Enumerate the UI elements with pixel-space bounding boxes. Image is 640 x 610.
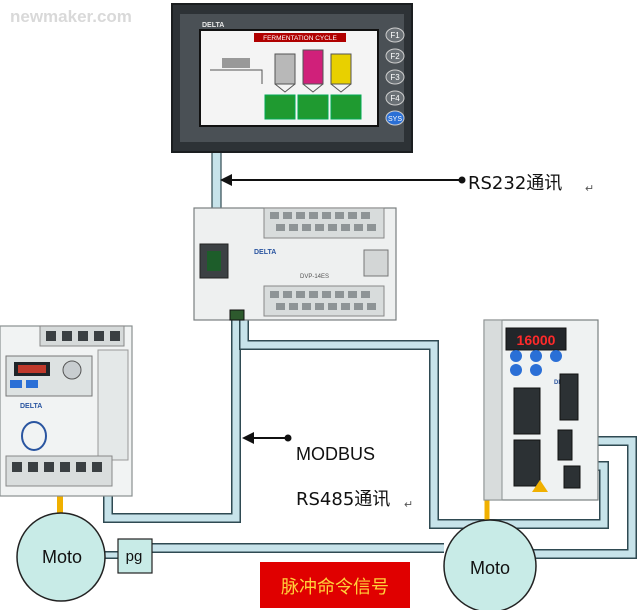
key-f3: F3 [390, 73, 400, 82]
return-mark-icon: ↵ [585, 183, 594, 195]
tank-yellow [330, 53, 352, 85]
servo-terminal-top [513, 387, 541, 435]
tank-gray [274, 53, 296, 85]
pg-label: pg [126, 548, 143, 565]
motor-right-label: Moto [470, 558, 510, 578]
tank-magenta [302, 49, 324, 85]
servo-drive: 16000 DELTA [483, 319, 599, 501]
plc-brand: DELTA [254, 249, 276, 256]
cables [103, 149, 637, 559]
servo-cn3 [563, 465, 581, 489]
servo-display-value: 16000 [517, 332, 556, 348]
watermark: newmaker.com [10, 7, 132, 26]
hmi-screen-title: FERMENTATION CYCLE [263, 35, 337, 42]
hmi-function-keys: F1 F2 F3 F4 SYS [385, 27, 405, 126]
motor-left: Moto [16, 512, 106, 602]
plc-model: DVP-14ES [300, 274, 329, 280]
motor-right: Moto [443, 519, 537, 610]
servo-cn2 [557, 429, 573, 461]
plc-io-block [363, 249, 389, 277]
hmi-panel-1 [264, 94, 296, 120]
key-f2: F2 [390, 52, 400, 61]
plc-rs485-port [229, 309, 245, 321]
servo-terminal-bottom [513, 439, 541, 487]
rs232-arrow [220, 174, 466, 186]
hmi-panel-3 [330, 94, 362, 120]
plc-unit: DELTA DVP-14ES [193, 207, 397, 321]
key-sys: SYS [388, 116, 402, 123]
hmi-panel-2 [297, 94, 329, 120]
pulse-command-box [260, 562, 410, 608]
rs232-label: RS232通讯 [468, 173, 562, 194]
return-mark-icon: ↵ [404, 499, 413, 511]
key-f1: F1 [390, 31, 400, 40]
servo-warning-icon [532, 480, 548, 492]
vfd-drive: DELTA [0, 325, 133, 497]
key-f4: F4 [390, 94, 400, 103]
hmi-mixer [222, 58, 250, 68]
arrow-left-icon [220, 174, 232, 186]
pulse-command-label: 脉冲命令信号 [281, 577, 389, 598]
hmi-screen-title-bar [254, 33, 346, 42]
vfd-brand: DELTA [20, 403, 42, 410]
rs485-label: RS485通讯 [296, 489, 390, 510]
motor-left-label: Moto [42, 547, 82, 567]
arrow-left-icon [242, 432, 254, 444]
servo-cn1 [559, 373, 579, 421]
hmi-brand: DELTA [202, 22, 224, 29]
hmi-touch-panel: DELTA FERMENTATION CYCLE F1 F2 F3 F4 SYS [171, 3, 413, 153]
modbus-arrow [242, 432, 292, 444]
modbus-label: MODBUS [296, 444, 375, 464]
pg-encoder: pg [117, 538, 153, 574]
